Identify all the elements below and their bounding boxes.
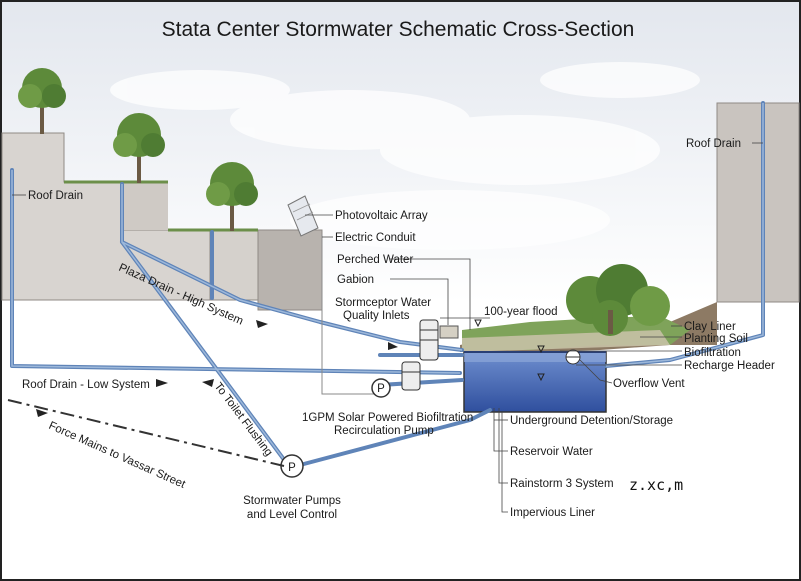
label-electric-conduit: Electric Conduit <box>335 232 416 244</box>
pump-symbol: P <box>377 383 385 395</box>
label-stormwater-pumps-line2: and Level Control <box>247 509 337 521</box>
force-mains-line <box>7 399 285 467</box>
label-stormceptor-line1: Stormceptor Water <box>335 297 431 309</box>
right-building <box>716 102 800 303</box>
diagram-title: Stata Center Stormwater Schematic Cross-… <box>162 18 635 41</box>
detention-tank <box>463 351 607 413</box>
label-planting-soil: Planting Soil <box>684 333 748 345</box>
overflow-vent <box>565 349 581 365</box>
gabion <box>439 325 459 339</box>
stormwater-pump: P <box>280 454 304 478</box>
tree-2 <box>113 113 165 183</box>
recirculation-pump: P <box>371 378 391 398</box>
label-solar-pump-line1: 1GPM Solar Powered Biofiltration <box>302 412 473 424</box>
leader-lines <box>12 142 763 513</box>
label-roof-drain-left: Roof Drain <box>28 190 83 202</box>
label-100-year-flood: 100-year flood <box>484 306 558 318</box>
handwritten-note: z.xc,m <box>629 476 683 494</box>
electric-conduit <box>321 234 378 395</box>
pipe-highlights <box>11 103 764 466</box>
label-rainstorm-system: Rainstorm 3 System <box>510 478 614 490</box>
label-clay-liner: Clay Liner <box>684 321 736 333</box>
label-photovoltaic-array: Photovoltaic Array <box>335 210 428 222</box>
flow-arrows <box>36 320 398 417</box>
tree-3 <box>206 162 258 231</box>
photovoltaic-array <box>287 195 319 237</box>
label-underground-detention: Underground Detention/Storage <box>510 415 673 427</box>
label-solar-pump-line2: Recirculation Pump <box>334 425 434 437</box>
label-roof-drain-low: Roof Drain - Low System <box>22 379 150 391</box>
label-stormwater-pumps-line1: Stormwater Pumps <box>243 495 341 507</box>
pump-symbol: P <box>288 462 296 474</box>
stormceptor-inlets <box>401 319 439 391</box>
water-level-markers <box>474 319 545 382</box>
label-overflow-vent: Overflow Vent <box>613 378 685 390</box>
clouds <box>110 62 700 250</box>
label-roof-drain-right: Roof Drain <box>686 138 741 150</box>
biofiltration-landscape <box>460 264 717 352</box>
label-recharge-header: Recharge Header <box>684 360 775 372</box>
label-gabion: Gabion <box>337 274 374 286</box>
label-impervious-liner: Impervious Liner <box>510 507 595 519</box>
label-perched-water: Perched Water <box>337 254 413 266</box>
label-reservoir-water: Reservoir Water <box>510 446 593 458</box>
label-biofiltration: Biofiltration <box>684 347 741 359</box>
label-stormceptor-line2: Quality Inlets <box>343 310 410 322</box>
tree-1 <box>18 68 66 134</box>
